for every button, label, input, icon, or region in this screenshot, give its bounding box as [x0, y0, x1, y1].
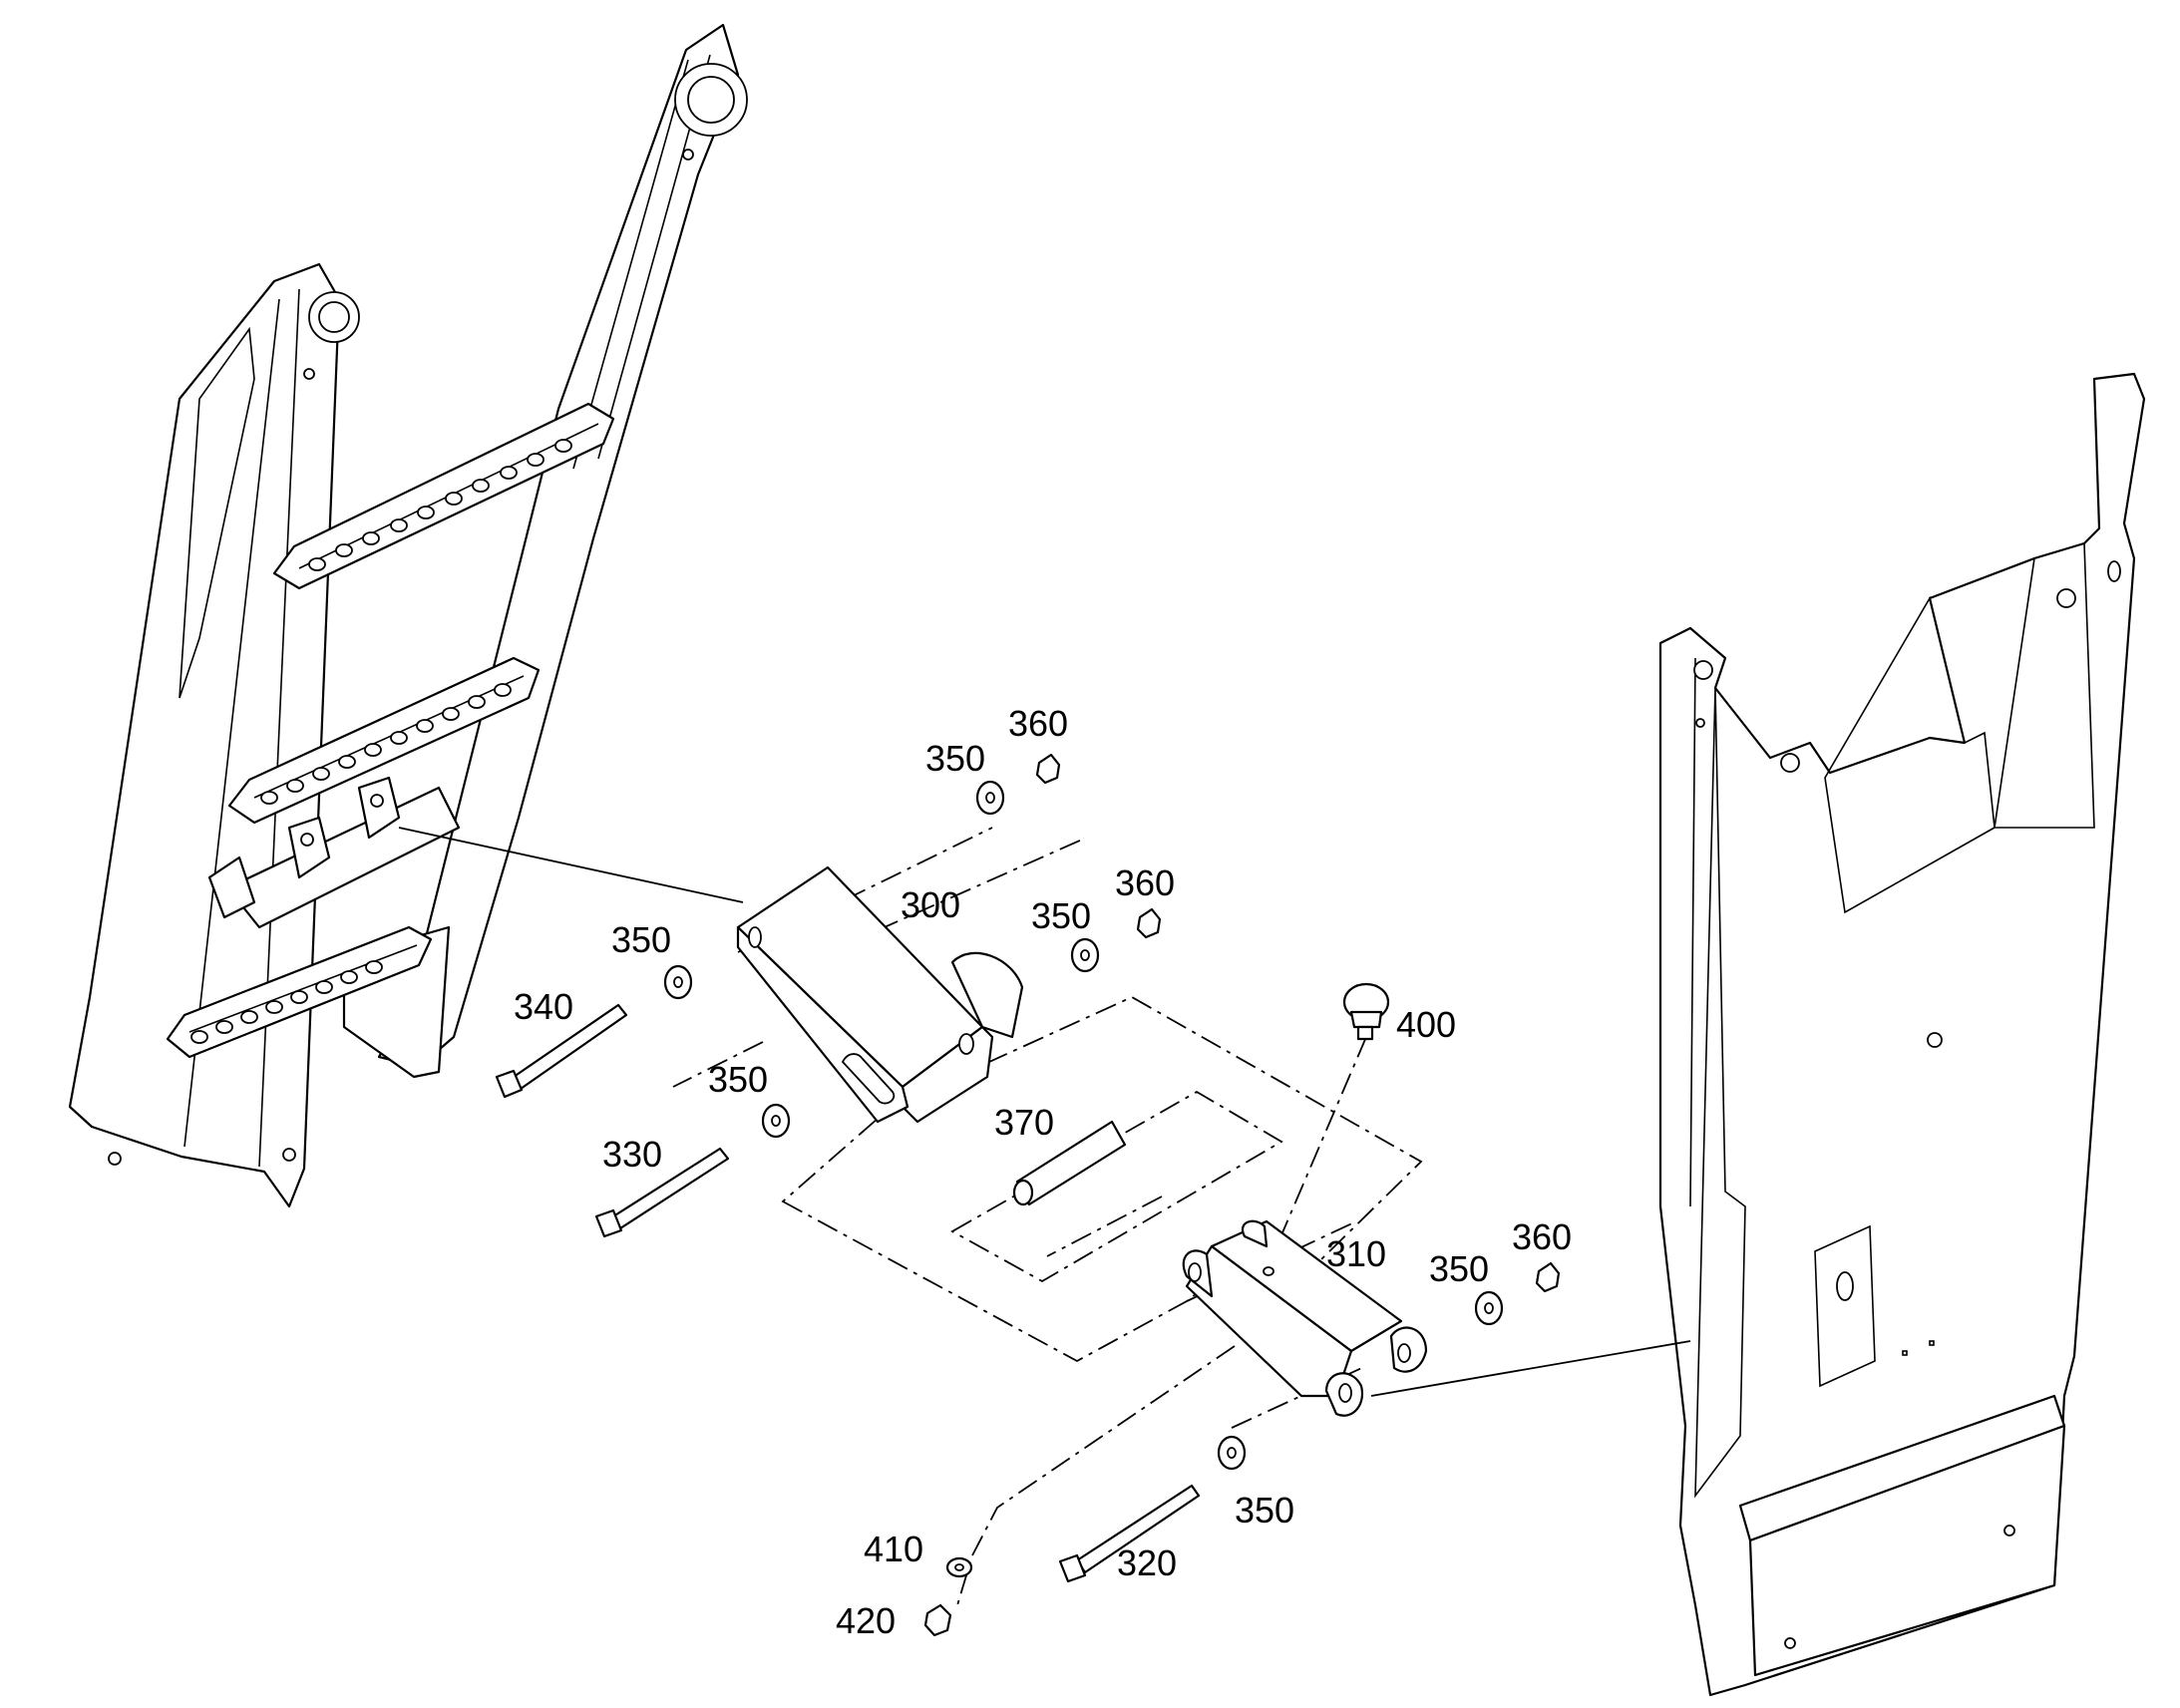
callout-350: 350	[925, 738, 985, 779]
callout-340: 340	[514, 986, 573, 1027]
callout-400: 400	[1396, 1004, 1456, 1045]
callout-350: 350	[708, 1059, 768, 1100]
knob-400	[1342, 982, 1390, 1041]
bracket-300	[736, 865, 1024, 1124]
lock-washer-410	[945, 1556, 973, 1578]
callout-350: 350	[611, 919, 671, 960]
callout-350: 350	[1235, 1490, 1294, 1531]
callout-410: 410	[864, 1529, 923, 1569]
callout-420: 420	[836, 1600, 896, 1641]
callout-360: 360	[1512, 1216, 1572, 1257]
callout-370: 370	[994, 1102, 1054, 1143]
pin-370	[1012, 1120, 1127, 1206]
callout-310: 310	[1326, 1233, 1386, 1274]
callout-350: 350	[1031, 895, 1091, 936]
callout-320: 320	[1117, 1542, 1177, 1583]
washers-350	[663, 780, 1504, 1471]
ladder-frame	[68, 23, 748, 1208]
callout-360: 360	[1115, 862, 1175, 903]
callout-350: 350	[1429, 1248, 1489, 1289]
bracket-310	[1182, 1219, 1428, 1417]
callout-300: 300	[901, 884, 960, 925]
bolt-320	[1058, 1484, 1201, 1583]
side-panel	[1658, 372, 2146, 1697]
nut-420	[923, 1603, 952, 1637]
callout-330: 330	[602, 1134, 662, 1175]
callout-labels: 360 350 300 360 350 350 340 400 350 370 …	[514, 703, 1572, 1641]
rung-holes	[190, 439, 572, 1044]
leader-lines	[398, 827, 1691, 1606]
bolt-340	[495, 1003, 628, 1099]
callout-360: 360	[1008, 703, 1068, 744]
bolt-330	[594, 1147, 730, 1238]
nuts-360	[1035, 753, 1561, 1293]
